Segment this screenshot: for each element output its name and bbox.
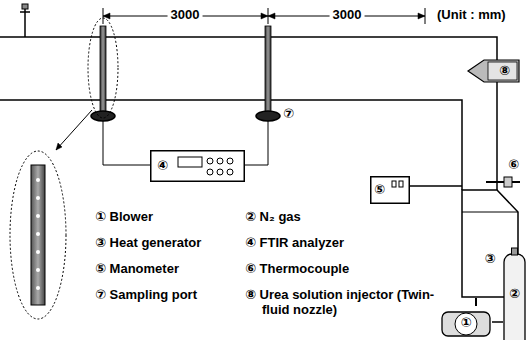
inlet-probe [22, 4, 28, 9]
callout-number: ⑥ [508, 158, 519, 173]
callout-number: ⑤ [374, 183, 385, 198]
probe-detail [31, 165, 45, 305]
legend-key: ① Blower [95, 210, 153, 225]
blower-unit: ① [440, 306, 492, 340]
legend-key: ④ FTIR analyzer [245, 236, 344, 251]
callout-number: ④ [157, 159, 168, 174]
probe-holes [36, 178, 40, 290]
cyl-unit: ② [503, 248, 526, 340]
legend-key: ② N₂ gas [245, 210, 301, 225]
thermocouple-probe [486, 181, 520, 183]
sampling-port [91, 111, 115, 121]
legend-key: ⑧ Urea solution injector (Twin-fluid noz… [245, 288, 455, 318]
sampling-port [256, 111, 280, 121]
legend-key: ③ Heat generator [95, 236, 201, 251]
dimension-arrow [103, 13, 425, 19]
mano-unit: ⑤ [370, 176, 410, 204]
zoom-leader [56, 143, 62, 150]
inlet-probe [20, 6, 30, 37]
sampling-probe [100, 26, 106, 112]
sampling-probe [265, 26, 271, 112]
ftir-unit: ④ [150, 150, 245, 182]
zoom-marker [88, 18, 118, 118]
callout-number: ① [460, 316, 471, 331]
callout-number: ⑧ [499, 64, 510, 79]
injector-unit: ⑧ [468, 57, 520, 85]
pressure-line [410, 185, 462, 187]
gas-line [492, 321, 503, 323]
zoom-leader [56, 110, 92, 150]
dimension-line [103, 8, 425, 24]
unit-note: (Unit : mm) [437, 8, 506, 23]
callout-number: ② [509, 287, 520, 302]
callout-number: ⑦ [283, 107, 294, 122]
dimension-value: 3000 [330, 8, 365, 23]
legend-key: ⑥ Thermocouple [245, 262, 349, 277]
zoom-marker [10, 151, 66, 319]
thermocouple-probe [504, 177, 512, 187]
legend-key: ⑦ Sampling port [95, 288, 197, 303]
legend-key: ⑤ Manometer [95, 262, 179, 277]
duct-wall [0, 37, 497, 190]
callout-number: ③ [484, 252, 495, 267]
pipe-connector [475, 298, 477, 306]
dimension-value: 3000 [168, 8, 203, 23]
injector-outline [468, 57, 520, 85]
